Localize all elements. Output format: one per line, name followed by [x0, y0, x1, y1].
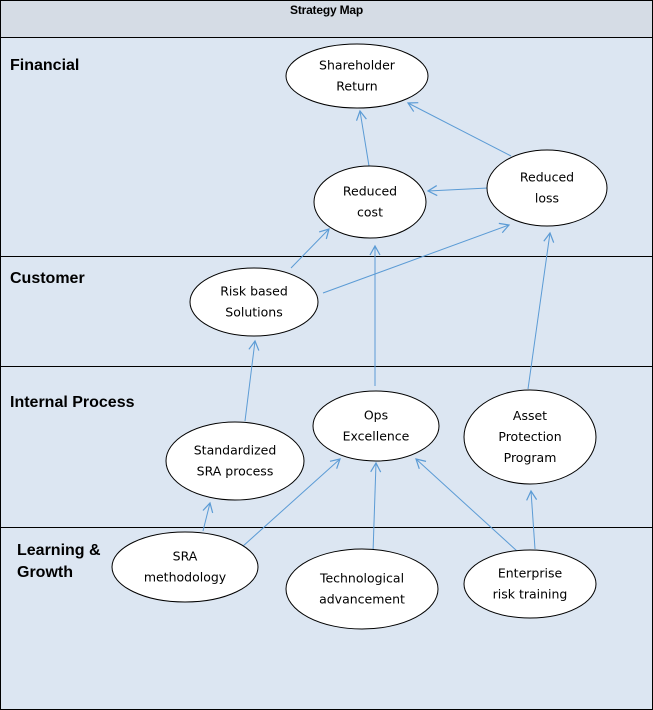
node-label-line: Risk based: [220, 284, 288, 299]
node-label-line: Protection: [498, 429, 561, 444]
node-label-line: methodology: [144, 570, 227, 585]
node-sra-methodology[interactable]: SRA methodology: [111, 531, 259, 603]
arrow-reduced-loss-to-shareholder-return: [406, 102, 512, 157]
node-label-line: Solutions: [225, 305, 282, 320]
node-technological-advancement[interactable]: Technological advancement: [285, 548, 439, 630]
node-label-line: loss: [535, 191, 559, 206]
node-ellipse[interactable]: [165, 421, 305, 501]
edges-layer: [202, 102, 555, 554]
lane-label-customer: Customer: [10, 270, 85, 287]
lane-customer: Customer: [1, 257, 652, 367]
node-label-line: Reduced: [343, 184, 397, 199]
node-ellipse[interactable]: [463, 549, 597, 619]
node-label-line: risk training: [493, 587, 568, 602]
lane-label-financial: Financial: [10, 57, 80, 74]
node-label-line: Shareholder: [319, 58, 396, 73]
node-reduced-cost[interactable]: Reduced cost: [313, 165, 427, 239]
node-label-line: Program: [504, 450, 557, 465]
node-label-line: Technological: [319, 571, 404, 586]
node-label-line: Return: [336, 79, 377, 94]
lane-label-internal-process: Internal Process: [10, 394, 135, 411]
node-label-line: Asset: [513, 408, 547, 423]
node-label-line: SRA process: [197, 464, 274, 479]
arrow-asset-protection-program-to-reduced-loss: [527, 231, 555, 390]
node-label-line: cost: [357, 205, 383, 220]
arrow-sra-methodology-to-ops-excellence: [241, 458, 341, 548]
node-ellipse[interactable]: [312, 390, 440, 462]
arrow-technological-advancement-to-ops-excellence: [370, 461, 382, 554]
node-label-line: advancement: [319, 592, 405, 607]
node-ellipse[interactable]: [285, 43, 429, 109]
arrow-risk-based-solutions-to-reduced-loss: [322, 222, 511, 294]
node-ellipse[interactable]: [189, 267, 319, 337]
node-ellipse[interactable]: [463, 389, 597, 485]
page-title: Strategy Map: [290, 3, 363, 17]
lane-label-learning-growth-line2: Growth: [17, 564, 73, 581]
arrow-sra-methodology-to-standardized-sra-process: [202, 501, 214, 532]
node-ellipse[interactable]: [285, 548, 439, 630]
node-label-line: Reduced: [520, 170, 574, 185]
node-label-line: SRA: [173, 549, 198, 564]
node-ellipse[interactable]: [486, 149, 608, 227]
arrow-risk-based-solutions-to-reduced-cost: [290, 228, 330, 269]
arrow-reduced-cost-to-shareholder-return: [355, 109, 370, 167]
node-label-line: Excellence: [343, 429, 410, 444]
node-ellipse[interactable]: [313, 165, 427, 239]
node-label-line: Ops: [364, 408, 388, 423]
arrow-enterprise-risk-training-to-asset-protection-program: [526, 489, 538, 550]
header: Strategy Map: [1, 1, 652, 38]
arrow-reduced-loss-to-reduced-cost: [426, 185, 489, 197]
node-ellipse[interactable]: [111, 531, 259, 603]
node-enterprise-risk-training[interactable]: Enterprise risk training: [463, 549, 597, 619]
lane-label-learning-growth-line1: Learning &: [17, 542, 101, 559]
node-reduced-loss[interactable]: Reduced loss: [486, 149, 608, 227]
node-label-line: Enterprise: [498, 566, 563, 581]
arrow-enterprise-risk-training-to-ops-excellence: [415, 458, 518, 552]
nodes-layer: ShareholderReturnReducedcostReducedlossR…: [111, 43, 608, 630]
arrow-standardized-sra-process-to-risk-based-solutions: [244, 339, 260, 422]
node-label-line: Standardized: [194, 443, 277, 458]
